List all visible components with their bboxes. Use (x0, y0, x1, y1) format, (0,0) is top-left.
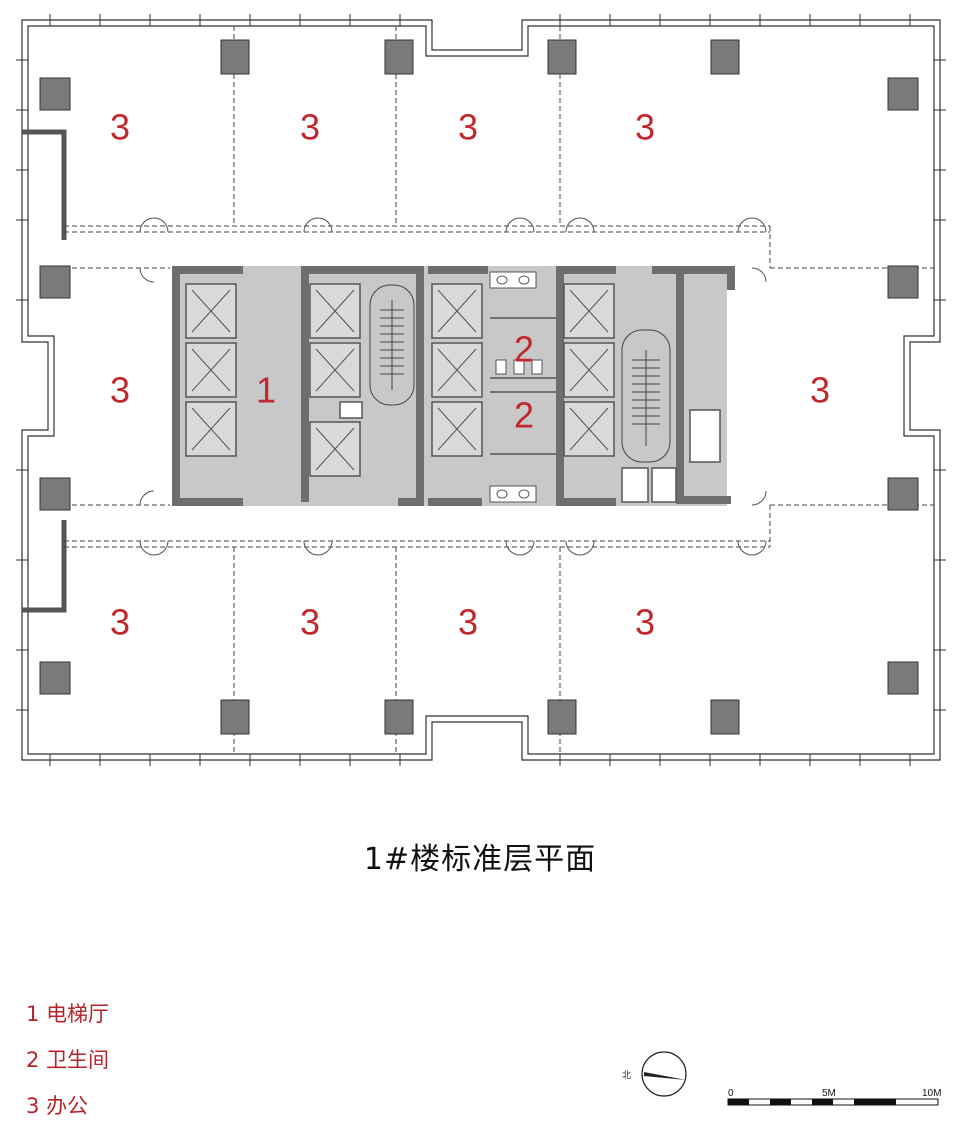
zone-restroom-label: 2 (514, 395, 534, 436)
balconies (22, 129, 67, 613)
legend-number: 1 (26, 1002, 40, 1026)
zone-office-label: 3 (458, 602, 478, 643)
scale-label-0: 0 (728, 1088, 734, 1099)
structural-columns (39, 39, 919, 735)
zone-labels: 3 3 3 3 3 3 3 3 3 3 1 2 2 (110, 107, 830, 643)
zone-office-label: 3 (300, 107, 320, 148)
legend-number: 2 (26, 1048, 40, 1072)
restroom-fixtures (489, 271, 543, 503)
building-envelope (21, 19, 941, 761)
zone-lobby-label: 1 (256, 370, 276, 411)
stairwells (369, 284, 671, 463)
elevator-cross-marks (191, 289, 609, 471)
zone-office-label: 3 (635, 602, 655, 643)
zone-office-label: 3 (110, 370, 130, 411)
legend-label: 电梯厅 (46, 1002, 110, 1026)
north-label: 北 (622, 1070, 631, 1081)
north-arrow: 北 (622, 1051, 687, 1097)
scale-label-10m: 10M (922, 1088, 941, 1099)
door-swings (139, 217, 767, 556)
legend-item: 1 电梯厅 (26, 998, 109, 1028)
zone-office-label: 3 (110, 602, 130, 643)
scale-label-5m: 5M (822, 1088, 836, 1099)
restroom-partitions (490, 317, 556, 455)
legend-label: 办公 (46, 1094, 89, 1118)
window-mullions (16, 14, 946, 766)
scale-bar: 0 5M 10M (727, 1088, 941, 1106)
zone-office-label: 3 (810, 370, 830, 411)
service-rooms (339, 401, 721, 503)
legend-label: 卫生间 (46, 1048, 110, 1072)
zone-office-label: 3 (458, 107, 478, 148)
zone-restroom-label: 2 (514, 329, 534, 370)
zone-office-label: 3 (110, 107, 130, 148)
legend-item: 3 办公 (26, 1090, 88, 1120)
floor-plan: 3 3 3 3 3 3 3 3 3 3 1 2 2 (16, 14, 946, 766)
zone-office-label: 3 (635, 107, 655, 148)
legend-number: 3 (26, 1094, 40, 1118)
legend-item: 2 卫生间 (26, 1044, 109, 1074)
map-annotations: 北 0 5M 10M (622, 1051, 941, 1106)
building-core (172, 266, 735, 506)
drawing-title: 1#楼标准层平面 (363, 842, 597, 877)
zone-office-label: 3 (300, 602, 320, 643)
